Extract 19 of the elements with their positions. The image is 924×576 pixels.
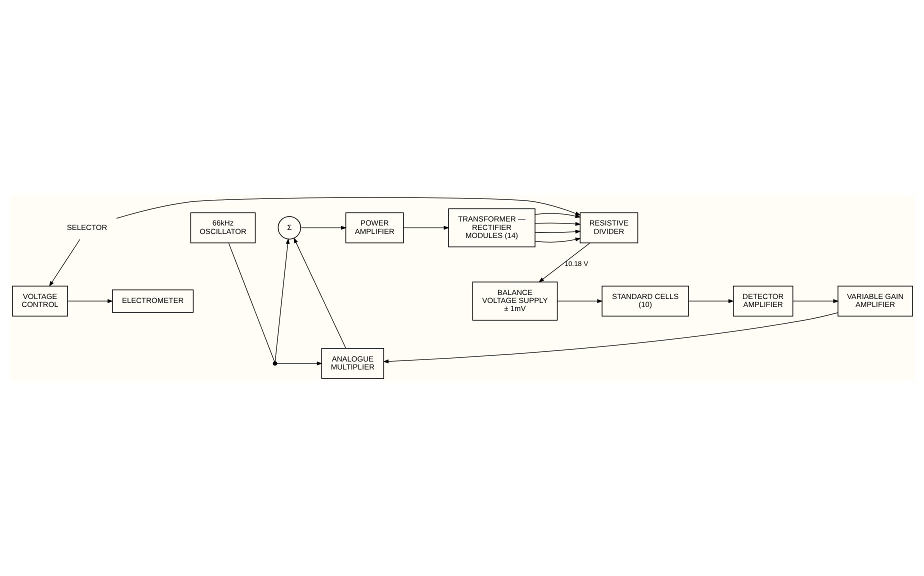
arrow — [66, 299, 113, 304]
arrow — [534, 213, 581, 218]
arrow — [300, 226, 346, 230]
connector — [228, 242, 274, 362]
arrow — [276, 361, 322, 366]
arrow — [534, 230, 581, 234]
arrow — [274, 238, 290, 362]
arrow — [116, 197, 580, 219]
arrow — [688, 299, 734, 304]
arrow — [402, 226, 449, 230]
arrow — [48, 239, 80, 287]
arrow — [538, 242, 590, 283]
arrow — [556, 299, 602, 304]
arrow — [534, 238, 581, 242]
node-circle — [272, 361, 277, 366]
arrow — [534, 222, 581, 226]
arrow — [792, 299, 838, 304]
arrow — [382, 312, 838, 364]
arrow — [293, 237, 346, 349]
